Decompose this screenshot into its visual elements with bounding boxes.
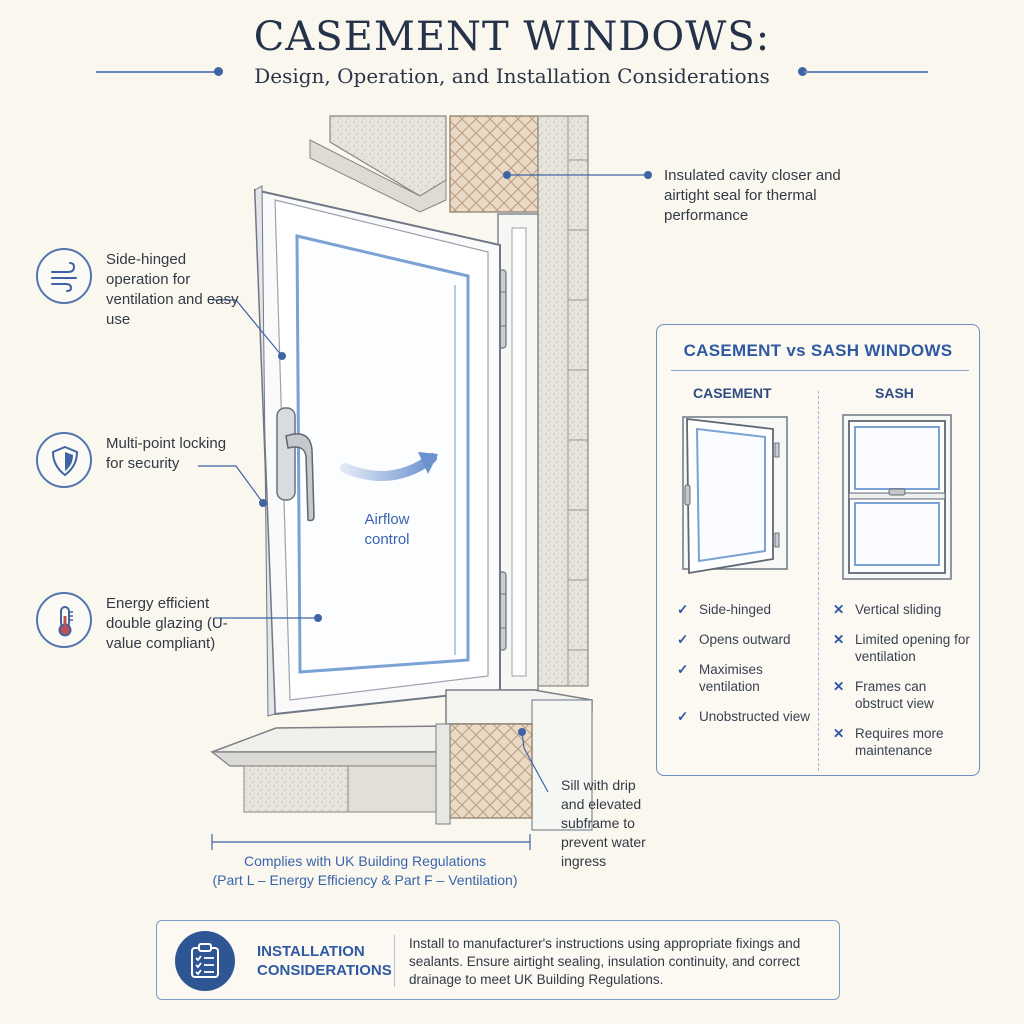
installation-panel: INSTALLATION CONSIDERATIONS Install to m… xyxy=(156,920,840,1000)
subtitle-rule-right xyxy=(804,71,928,73)
feature-multi-point-locking: Multi-point locking for security xyxy=(36,432,236,502)
feature-energy-efficient: Energy efficient double glazing (U-value… xyxy=(36,592,236,662)
list-item: ✓Opens outward xyxy=(677,632,791,647)
sash-heading: SASH xyxy=(875,385,914,401)
feature-side-hinged: Side-hinged operation for ventilation an… xyxy=(36,248,239,328)
cross-icon: ✕ xyxy=(833,602,845,617)
check-icon: ✓ xyxy=(677,662,689,677)
callout-line-sill xyxy=(518,728,549,793)
airflow-icon xyxy=(36,248,92,304)
subtitle-dot-right xyxy=(798,67,807,76)
sash-points: ✕Vertical sliding ✕Limited opening for v… xyxy=(833,601,971,772)
cross-icon: ✕ xyxy=(833,726,845,741)
feature-text: Energy efficient double glazing (U-value… xyxy=(106,595,228,652)
list-item: ✕Requires more maintenance xyxy=(833,726,944,758)
feature-text: Multi-point locking for security xyxy=(106,435,227,472)
check-icon: ✓ xyxy=(677,602,689,617)
callout-sill: Sill with drip and elevated subframe to … xyxy=(561,777,646,869)
casement-heading: CASEMENT xyxy=(693,385,772,401)
comparison-panel: CASEMENT vs SASH WINDOWS CASEMENT SASH ✓… xyxy=(656,324,980,776)
list-item: ✕Vertical sliding xyxy=(833,602,942,617)
check-icon: ✓ xyxy=(677,709,689,724)
cross-icon: ✕ xyxy=(833,679,845,694)
brick-wall xyxy=(537,115,589,687)
subtitle-row: Design, Operation, and Installation Cons… xyxy=(0,62,1024,92)
comparison-rule xyxy=(671,370,969,371)
subtitle-dot-left xyxy=(214,67,223,76)
check-icon: ✓ xyxy=(677,632,689,647)
dimension-line xyxy=(211,834,531,850)
lintel xyxy=(309,115,447,213)
casement-points: ✓Side-hinged ✓Opens outward ✓Maximises v… xyxy=(677,601,813,738)
compliance-line-2: (Part L – Energy Efficiency & Part F – V… xyxy=(212,872,518,888)
installation-label: INSTALLATION CONSIDERATIONS xyxy=(257,943,392,979)
window-handle xyxy=(276,407,315,522)
cross-icon: ✕ xyxy=(833,632,845,647)
callout-line-lock xyxy=(198,465,267,507)
installation-divider xyxy=(394,935,395,987)
callout-cavity-closer: Insulated cavity closer and airtight sea… xyxy=(664,167,841,224)
page-subtitle: Design, Operation, and Installation Cons… xyxy=(254,64,770,88)
list-item: ✓Maximises ventilation xyxy=(677,662,763,694)
callout-line-cavity xyxy=(503,171,652,179)
list-item: ✓Unobstructed view xyxy=(677,709,811,724)
airflow-label: Airflow control xyxy=(364,511,410,548)
cavity-closer-top xyxy=(449,115,539,213)
casement-window-thumbnail xyxy=(682,416,788,575)
list-item: ✕Limited opening for ventilation xyxy=(833,632,970,664)
casement-sash xyxy=(253,185,501,717)
thermometer-icon xyxy=(36,592,92,648)
cavity-closer-bottom xyxy=(449,723,533,819)
compliance-note: Complies with UK Building Regulations (P… xyxy=(190,852,540,890)
compliance-line-1: Complies with UK Building Regulations xyxy=(243,853,486,869)
callout-line-glazing xyxy=(214,614,322,622)
comparison-title: CASEMENT vs SASH WINDOWS xyxy=(683,341,953,360)
callout-line-hinge xyxy=(212,299,286,360)
shield-icon xyxy=(36,432,92,488)
glazing-pane xyxy=(295,234,470,674)
list-item: ✓Side-hinged xyxy=(677,602,772,617)
clipboard-checklist-icon xyxy=(175,931,235,991)
feature-text: Side-hinged operation for ventilation an… xyxy=(106,251,239,328)
installation-text: Install to manufacturer's instructions u… xyxy=(409,936,801,987)
internal-sill xyxy=(210,725,453,813)
column-divider xyxy=(818,391,819,771)
page-title: CASEMENT WINDOWS: xyxy=(253,14,771,60)
list-item: ✕Frames can obstruct view xyxy=(833,679,934,711)
subtitle-rule-left xyxy=(96,71,218,73)
sash-window-thumbnail xyxy=(842,414,952,580)
airflow-arrowhead xyxy=(418,452,438,474)
